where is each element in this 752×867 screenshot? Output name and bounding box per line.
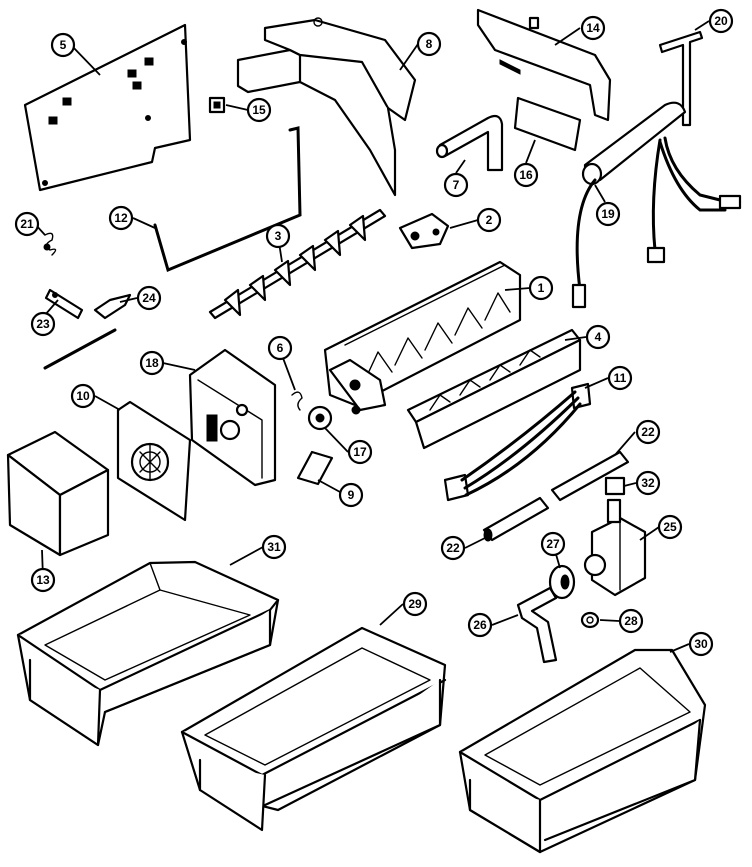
svg-text:11: 11 <box>614 371 627 385</box>
svg-text:26: 26 <box>473 618 487 632</box>
callout-7: 7 <box>443 172 469 198</box>
svg-text:15: 15 <box>252 103 266 117</box>
part-17-gear <box>307 405 333 431</box>
svg-text:28: 28 <box>624 614 638 628</box>
callout-2: 2 <box>476 207 502 233</box>
svg-text:27: 27 <box>546 537 560 551</box>
callout-13: 13 <box>30 567 56 593</box>
svg-text:14: 14 <box>586 21 600 35</box>
svg-text:20: 20 <box>714 14 728 28</box>
part-5-mounting-plate <box>23 23 192 192</box>
callout-21: 21 <box>14 211 40 237</box>
part-15-clip <box>208 96 226 114</box>
part-25-water-valve <box>583 498 647 597</box>
part-26-inlet-tube <box>516 586 558 664</box>
part-14-cover <box>476 8 612 122</box>
svg-text:31: 31 <box>267 540 281 554</box>
callout-6: 6 <box>267 335 293 361</box>
callout-19: 19 <box>595 201 621 227</box>
callout-18: 18 <box>139 350 165 376</box>
svg-text:19: 19 <box>601 207 615 221</box>
svg-text:18: 18 <box>145 356 159 370</box>
svg-text:29: 29 <box>408 597 422 611</box>
svg-text:12: 12 <box>114 211 128 225</box>
callout-30: 30 <box>688 631 714 657</box>
part-21-spring <box>43 232 57 256</box>
callout-16: 16 <box>513 162 539 188</box>
svg-text:2: 2 <box>486 213 493 227</box>
part-3-ejector <box>208 208 387 320</box>
part-23-bracket <box>44 288 84 320</box>
svg-text:3: 3 <box>275 229 282 243</box>
part-7-tube <box>435 114 504 172</box>
part-4-stripper <box>406 328 582 450</box>
callout-12: 12 <box>108 205 134 231</box>
svg-text:24: 24 <box>142 291 156 305</box>
svg-text:10: 10 <box>76 389 90 403</box>
part-8-fill-duct <box>236 17 417 197</box>
svg-text:4: 4 <box>595 330 602 344</box>
part-16-pad <box>513 96 582 152</box>
svg-text:22: 22 <box>446 541 460 555</box>
callout-11: 11 <box>607 365 633 391</box>
part-27-nut <box>548 564 576 600</box>
svg-text:9: 9 <box>348 488 355 502</box>
part-29-ice-bin <box>180 626 447 832</box>
svg-text:8: 8 <box>426 37 433 51</box>
svg-text:21: 21 <box>20 217 34 231</box>
svg-text:30: 30 <box>694 637 708 651</box>
callout-31: 31 <box>261 534 287 560</box>
part-22-heater-rods <box>482 450 630 542</box>
part-2-bearing <box>398 212 450 250</box>
callout-10: 10 <box>70 383 96 409</box>
svg-text:6: 6 <box>277 341 284 355</box>
callout-26: 26 <box>467 612 493 638</box>
part-20-l-rod <box>658 30 704 127</box>
part-12-shutoff-arm <box>153 126 302 273</box>
callout-28: 28 <box>618 608 644 634</box>
callout-29: 29 <box>402 591 428 617</box>
part-28-washer <box>580 611 600 629</box>
callout-1: 1 <box>528 275 554 301</box>
part-6-spring <box>291 391 303 411</box>
callout-20: 20 <box>708 8 734 34</box>
callout-15: 15 <box>246 97 272 123</box>
svg-text:7: 7 <box>453 178 460 192</box>
callout-4: 4 <box>585 324 611 350</box>
svg-text:17: 17 <box>353 445 367 459</box>
svg-text:22: 22 <box>641 425 655 439</box>
callout-5: 5 <box>50 32 76 58</box>
svg-text:5: 5 <box>60 38 67 52</box>
callout-22-upper: 22 <box>635 419 661 445</box>
callout-32: 32 <box>635 470 661 496</box>
part-18-control-housing <box>188 348 277 487</box>
svg-text:32: 32 <box>641 476 655 490</box>
callout-24: 24 <box>136 285 162 311</box>
part-31-ice-bucket <box>16 560 280 747</box>
callout-14: 14 <box>580 15 606 41</box>
part-19-heater-assembly <box>571 101 742 309</box>
callout-22-lower: 22 <box>440 535 466 561</box>
callout-3: 3 <box>265 223 291 249</box>
part-30-ice-bin-right <box>458 648 707 854</box>
part-1-mold <box>323 260 522 415</box>
callout-27: 27 <box>540 531 566 557</box>
part-13-box-cover <box>6 430 110 557</box>
part-10-control-cover <box>116 400 192 522</box>
svg-text:13: 13 <box>36 573 50 587</box>
callout-23: 23 <box>30 311 56 337</box>
callout-9: 9 <box>338 482 364 508</box>
part-9-bracket <box>296 450 334 486</box>
svg-text:23: 23 <box>36 317 50 331</box>
callout-8: 8 <box>416 31 442 57</box>
svg-text:16: 16 <box>519 168 533 182</box>
svg-text:25: 25 <box>663 520 677 534</box>
svg-text:1: 1 <box>538 281 545 295</box>
callout-25: 25 <box>657 514 683 540</box>
callout-leaders <box>34 20 710 653</box>
part-11-wire-harness <box>443 382 592 502</box>
callout-17: 17 <box>347 439 373 465</box>
part-32-fitting <box>604 476 626 496</box>
